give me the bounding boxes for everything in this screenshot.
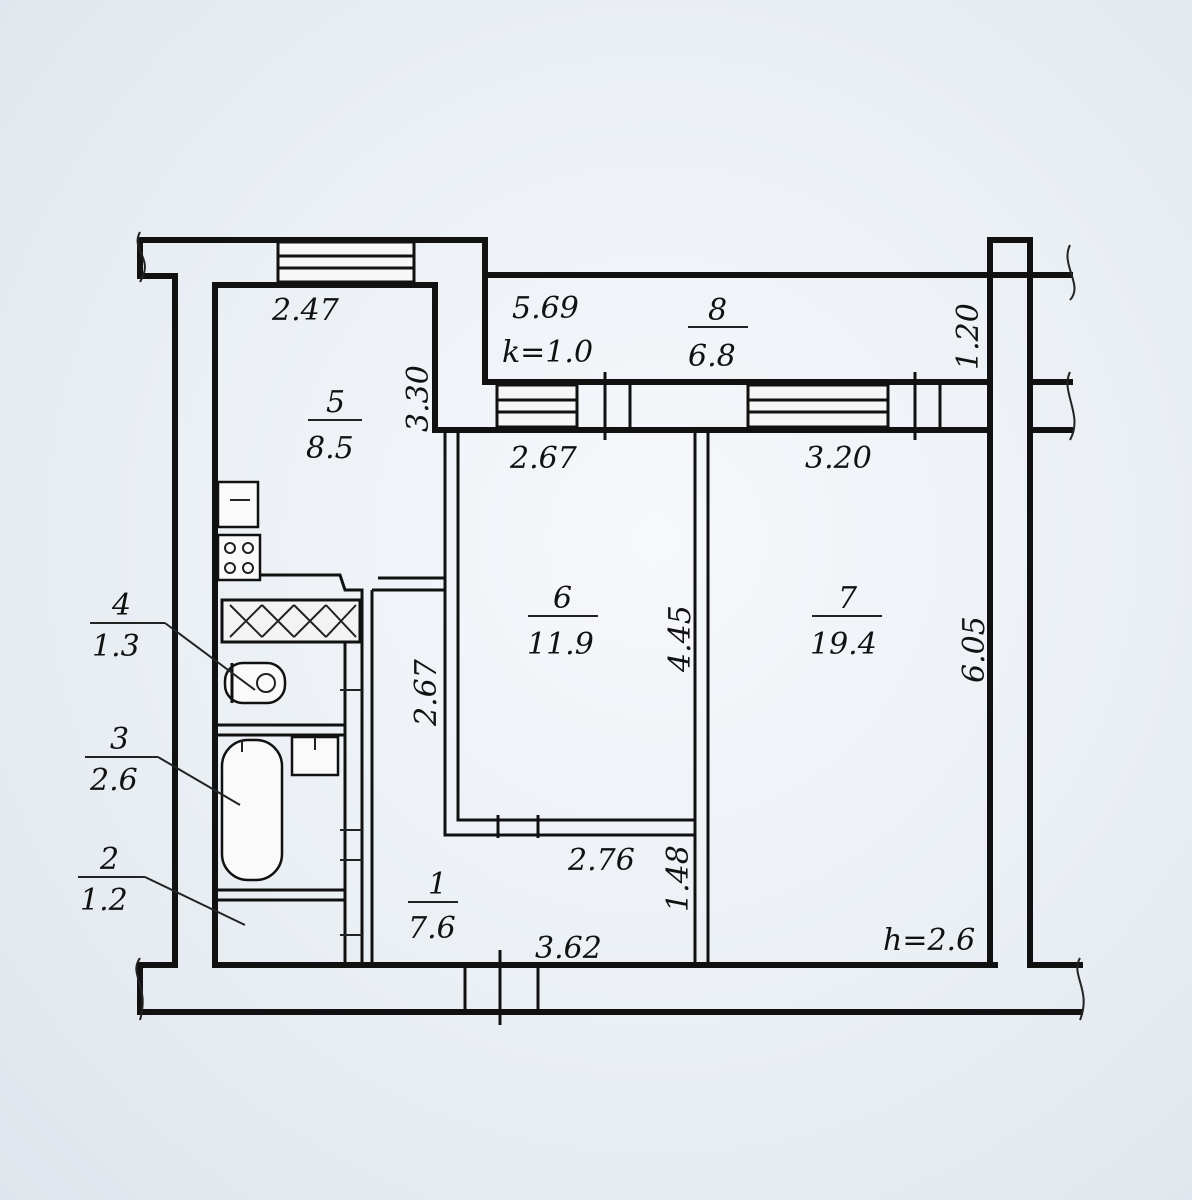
dim-kitchen-depth: 3.30: [401, 365, 436, 432]
room-3-number: 3: [110, 722, 129, 757]
dim-room7-width: 3.20: [805, 441, 872, 476]
leader-lines: [78, 326, 882, 926]
dimension-labels: 2.47 5.69 k=1.0 2.67 3.20 2.76 3.62 h=2.…: [271, 291, 992, 966]
partitions: [215, 432, 710, 1025]
vent-shaft: [220, 598, 362, 644]
dim-kitchen-width: 2.47: [271, 293, 340, 328]
dim-ceiling-height: h=2.6: [883, 923, 975, 958]
dim-bottom-width: 3.62: [535, 931, 602, 966]
bathtub: [220, 738, 284, 882]
windows: [276, 240, 942, 440]
room-5-number: 5: [326, 385, 345, 420]
fixtures: [216, 480, 362, 882]
room-5-area: 8.5: [306, 431, 354, 466]
room-1-number: 1: [428, 867, 447, 902]
toilet: [223, 661, 287, 705]
dim-hall-small: 1.48: [661, 845, 696, 912]
dim-balcony-coefficient: k=1.0: [502, 335, 593, 370]
room-8-area: 6.8: [688, 339, 736, 374]
room-6-number: 6: [553, 581, 572, 616]
dim-balcony-length: 5.69: [512, 291, 579, 326]
break-marks: [135, 231, 1085, 1021]
stove: [216, 533, 262, 582]
room-7-area: 19.4: [810, 627, 877, 662]
dim-room7-depth: 6.05: [957, 616, 992, 683]
room-labels: 4 1.3 3 2.6 2 1.2 5 8.5 6 11.9 7 19.4 8 …: [80, 293, 877, 946]
room-2-number: 2: [99, 842, 119, 877]
room-7-number: 7: [838, 581, 858, 616]
dim-hall-depth: 2.67: [409, 658, 444, 727]
room-1-area: 7.6: [408, 911, 456, 946]
dim-hall-width: 2.76: [567, 843, 635, 878]
room-6-area: 11.9: [527, 627, 594, 662]
room-2-area: 1.2: [80, 883, 128, 918]
room-4-number: 4: [111, 588, 131, 623]
dim-room6-depth: 4.45: [663, 605, 698, 673]
room-8-number: 8: [708, 293, 727, 328]
dim-room6-width: 2.67: [509, 441, 578, 476]
room-3-area: 2.6: [89, 763, 138, 798]
dim-balcony-depth: 1.20: [951, 303, 986, 370]
kitchen-sink: [216, 480, 260, 529]
room-4-area: 1.3: [92, 629, 140, 664]
